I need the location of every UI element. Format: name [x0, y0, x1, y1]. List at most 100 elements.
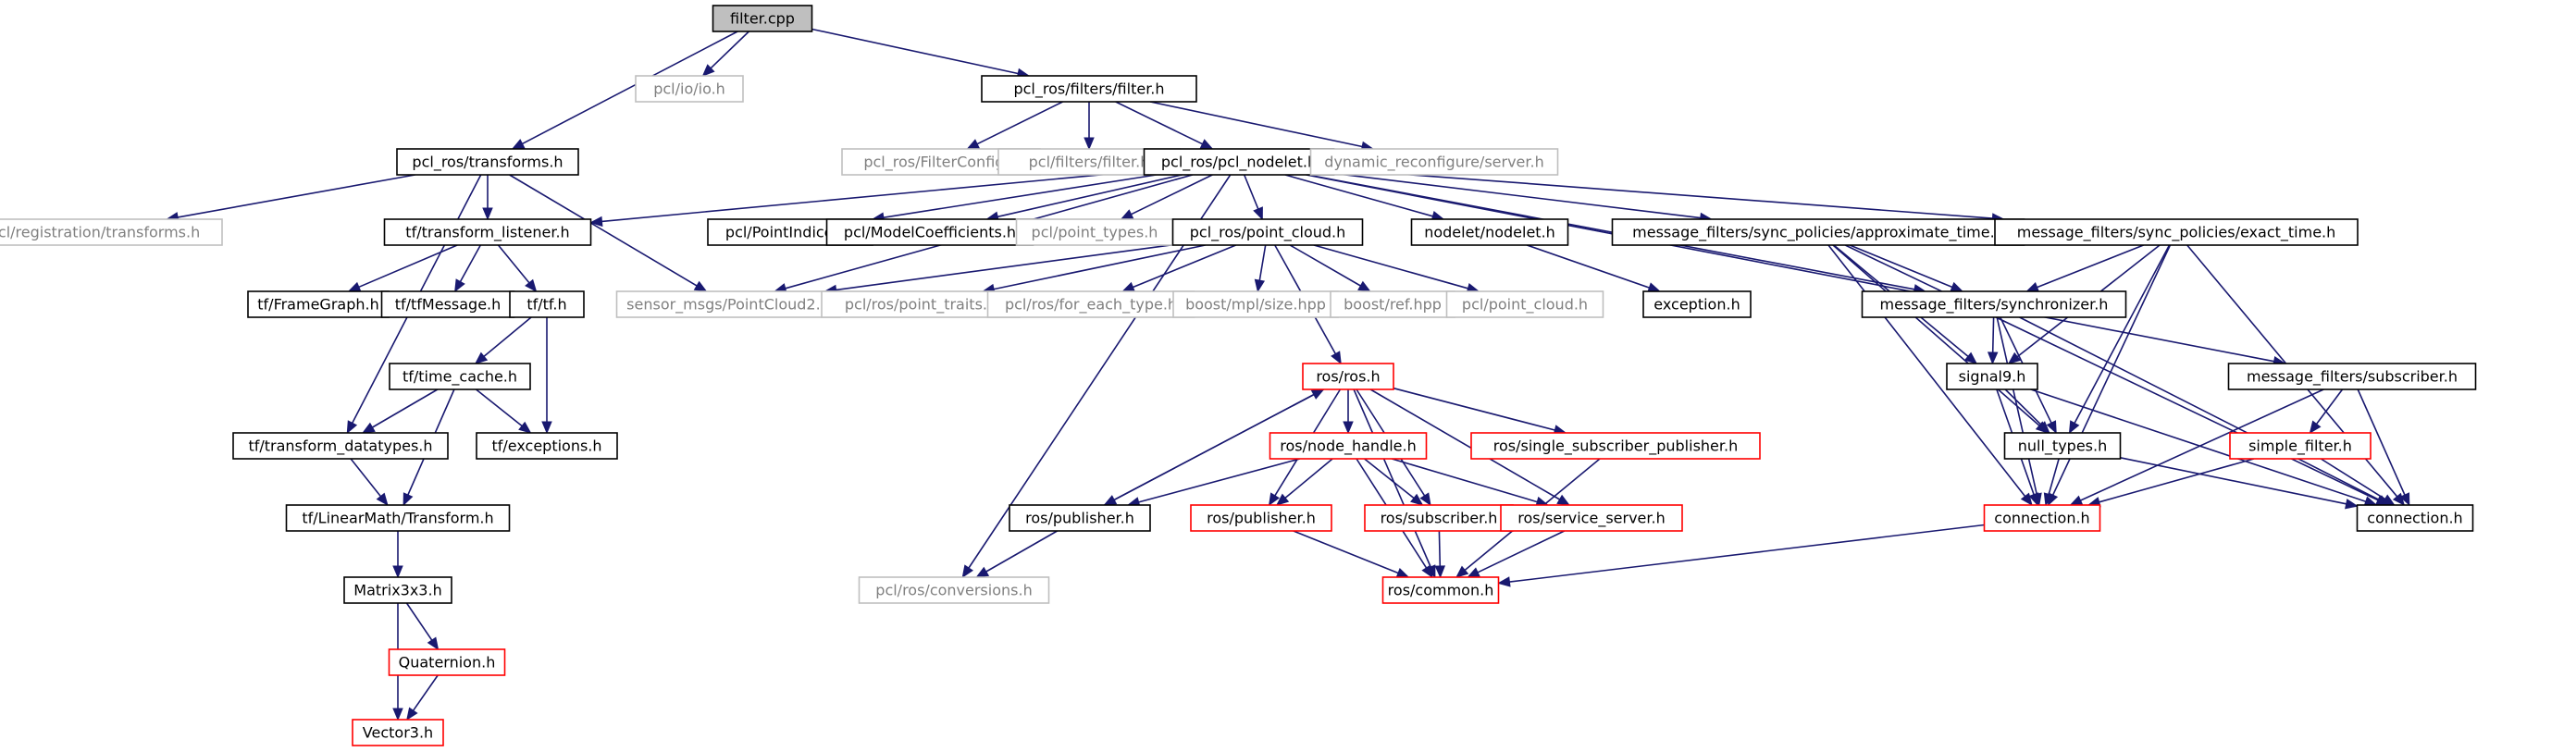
arrowhead-icon: [1120, 209, 1134, 220]
edge-nodelet-to-exception: [1526, 244, 1662, 293]
node-exact-time[interactable]: message_filters/sync_policies/exact_time…: [1994, 218, 2359, 246]
node-box: [343, 576, 452, 604]
edge-line: [985, 530, 1058, 573]
node-box: [2356, 504, 2474, 532]
node-exception[interactable]: exception.h: [1642, 290, 1752, 318]
node-tf-transform-h[interactable]: tf/LinearMath/Transform.h: [285, 504, 511, 532]
arrowhead-icon: [2046, 420, 2057, 435]
node-ros-publisher-black[interactable]: ros/publisher.h: [1009, 504, 1151, 532]
node-pcl-ros-pc[interactable]: pcl_ros/point_cloud.h: [1171, 218, 1364, 246]
edge-line: [836, 243, 1173, 291]
edge-line: [1133, 244, 1237, 289]
edge-line: [2004, 388, 2042, 426]
node-pcl-ros-filter[interactable]: pcl_ros/filters/filter.h: [981, 75, 1197, 103]
arrowhead-icon: [1421, 564, 1433, 579]
node-box: [1172, 290, 1339, 318]
edge-line: [1284, 174, 1433, 217]
node-box: [1143, 148, 1335, 176]
node-label: boost/mpl/size.hpp: [1185, 296, 1326, 314]
node-label: simple_filter.h: [2248, 438, 2352, 456]
edge-line: [1289, 244, 1361, 287]
edge-line: [1996, 316, 2037, 495]
node-tf-exceptions[interactable]: tf/exceptions.h: [476, 432, 618, 460]
edge-pcl_ros_filter-to-pcl_filterconfig: [966, 101, 1063, 150]
node-box: [1190, 504, 1332, 532]
node-box: [1500, 504, 1683, 532]
node-quaternion[interactable]: Quaternion.h: [388, 648, 506, 676]
arrowhead-icon: [2069, 495, 2084, 506]
node-pcl-reg-transforms: pcl/registration/transforms.h: [0, 218, 223, 246]
node-ros-node-handle[interactable]: ros/node_handle.h: [1269, 432, 1428, 460]
arrowhead-icon: [347, 281, 362, 292]
edge-line: [1844, 244, 2379, 501]
edge-line: [1293, 530, 1399, 574]
node-pcl-nodelet[interactable]: pcl_ros/pcl_nodelet.h: [1143, 148, 1335, 176]
node-ros-common[interactable]: ros/common.h: [1381, 576, 1500, 604]
edge-line: [1369, 388, 1561, 500]
edge-line: [1313, 244, 1468, 290]
edge-synchronizer-to-connection_black: [2019, 316, 2391, 506]
node-tf-transform-datatypes[interactable]: tf/transform_datatypes.h: [232, 432, 449, 460]
node-label: pcl/point_types.h: [1032, 224, 1158, 242]
node-box: [389, 363, 531, 390]
arrowhead-icon: [376, 492, 389, 507]
node-ros-ros[interactable]: ros/ros.h: [1302, 363, 1394, 390]
node-ros-service-server[interactable]: ros/service_server.h: [1500, 504, 1683, 532]
edge-line: [177, 174, 415, 218]
edge-ros_node_handle-to-ros_publisher_red: [1275, 458, 1333, 506]
node-label: pcl_ros/filters/filter.h: [1013, 80, 1164, 99]
node-label: tf/transform_datatypes.h: [248, 438, 432, 456]
node-box: [1015, 218, 1174, 246]
node-filter-cpp[interactable]: filter.cpp: [712, 5, 813, 32]
node-signal9[interactable]: signal9.h: [1946, 363, 2038, 390]
node-connection-red[interactable]: connection.h: [1983, 504, 2101, 532]
node-synchronizer[interactable]: message_filters/synchronizer.h: [1861, 290, 2127, 318]
edge-line: [2037, 244, 2144, 289]
edge-quaternion-to-vector3: [406, 674, 439, 721]
node-box: [383, 218, 592, 246]
edge-null_types-to-connection_black: [2120, 457, 2359, 510]
arrowhead-icon: [454, 278, 465, 293]
edge-ros_node_handle-to-ros_subscriber: [1364, 458, 1424, 506]
node-model-coeff[interactable]: pcl/ModelCoefficients.h: [825, 218, 1034, 246]
node-tf-time-cache[interactable]: tf/time_cache.h: [389, 363, 531, 390]
arrowhead-icon: [589, 216, 603, 228]
node-null-types[interactable]: null_types.h: [2003, 432, 2122, 460]
node-label: connection.h: [2367, 510, 2462, 527]
node-pcl-ros-transforms[interactable]: pcl_ros/transforms.h: [396, 148, 579, 176]
node-ros-single-sub-pub[interactable]: ros/single_subscriber_publisher.h: [1470, 432, 1761, 460]
node-nodelet[interactable]: nodelet/nodelet.h: [1410, 218, 1569, 246]
edge-line: [1333, 167, 1993, 219]
node-vector3[interactable]: Vector3.h: [352, 719, 444, 746]
node-ros-subscriber[interactable]: ros/subscriber.h: [1364, 504, 1514, 532]
node-tf-framegraph[interactable]: tf/FrameGraph.h: [247, 290, 390, 318]
node-label: pcl/io/io.h: [653, 80, 725, 98]
arrowhead-icon: [474, 351, 489, 364]
edge-line: [2030, 388, 2367, 502]
arrowhead-icon: [2068, 420, 2080, 435]
edge-pcl_ros_pc-to-pcl_point_cloud: [1313, 244, 1480, 294]
node-tf-tf[interactable]: tf/tf.h: [509, 290, 585, 318]
node-point-traits: pcl/ros/point_traits.h: [821, 290, 1021, 318]
node-matrix3x3[interactable]: Matrix3x3.h: [343, 576, 452, 604]
node-tf-tfmessage[interactable]: tf/tfMessage.h: [380, 290, 515, 318]
node-box: [825, 218, 1034, 246]
edge-ros_ros-to-ros_single_sub_pub: [1393, 387, 1567, 436]
arrowhead-icon: [1343, 421, 1354, 435]
edge-tf_listener-to-tf_tf: [497, 244, 538, 293]
edge-line: [2120, 457, 2347, 505]
node-ros-publisher-red[interactable]: ros/publisher.h: [1190, 504, 1332, 532]
edge-tf_time_cache-to-tf_transform_datatypes: [361, 388, 439, 434]
node-label: Quaternion.h: [399, 654, 496, 672]
node-label: pcl/point_cloud.h: [1462, 296, 1588, 314]
node-approx-time[interactable]: message_filters/sync_policies/approximat…: [1611, 218, 2025, 246]
node-simple-filter[interactable]: simple_filter.h: [2229, 432, 2372, 460]
node-connection-black[interactable]: connection.h: [2356, 504, 2474, 532]
node-tf-listener[interactable]: tf/transform_listener.h: [383, 218, 592, 246]
arrowhead-icon: [1467, 567, 1480, 578]
node-label: ros/subscriber.h: [1381, 510, 1498, 527]
arrowhead-icon: [392, 565, 403, 579]
node-mf-subscriber[interactable]: message_filters/subscriber.h: [2227, 363, 2477, 390]
arrowhead-icon: [2345, 499, 2359, 510]
edge-pcl_nodelet-to-tf_listener: [589, 169, 1145, 228]
